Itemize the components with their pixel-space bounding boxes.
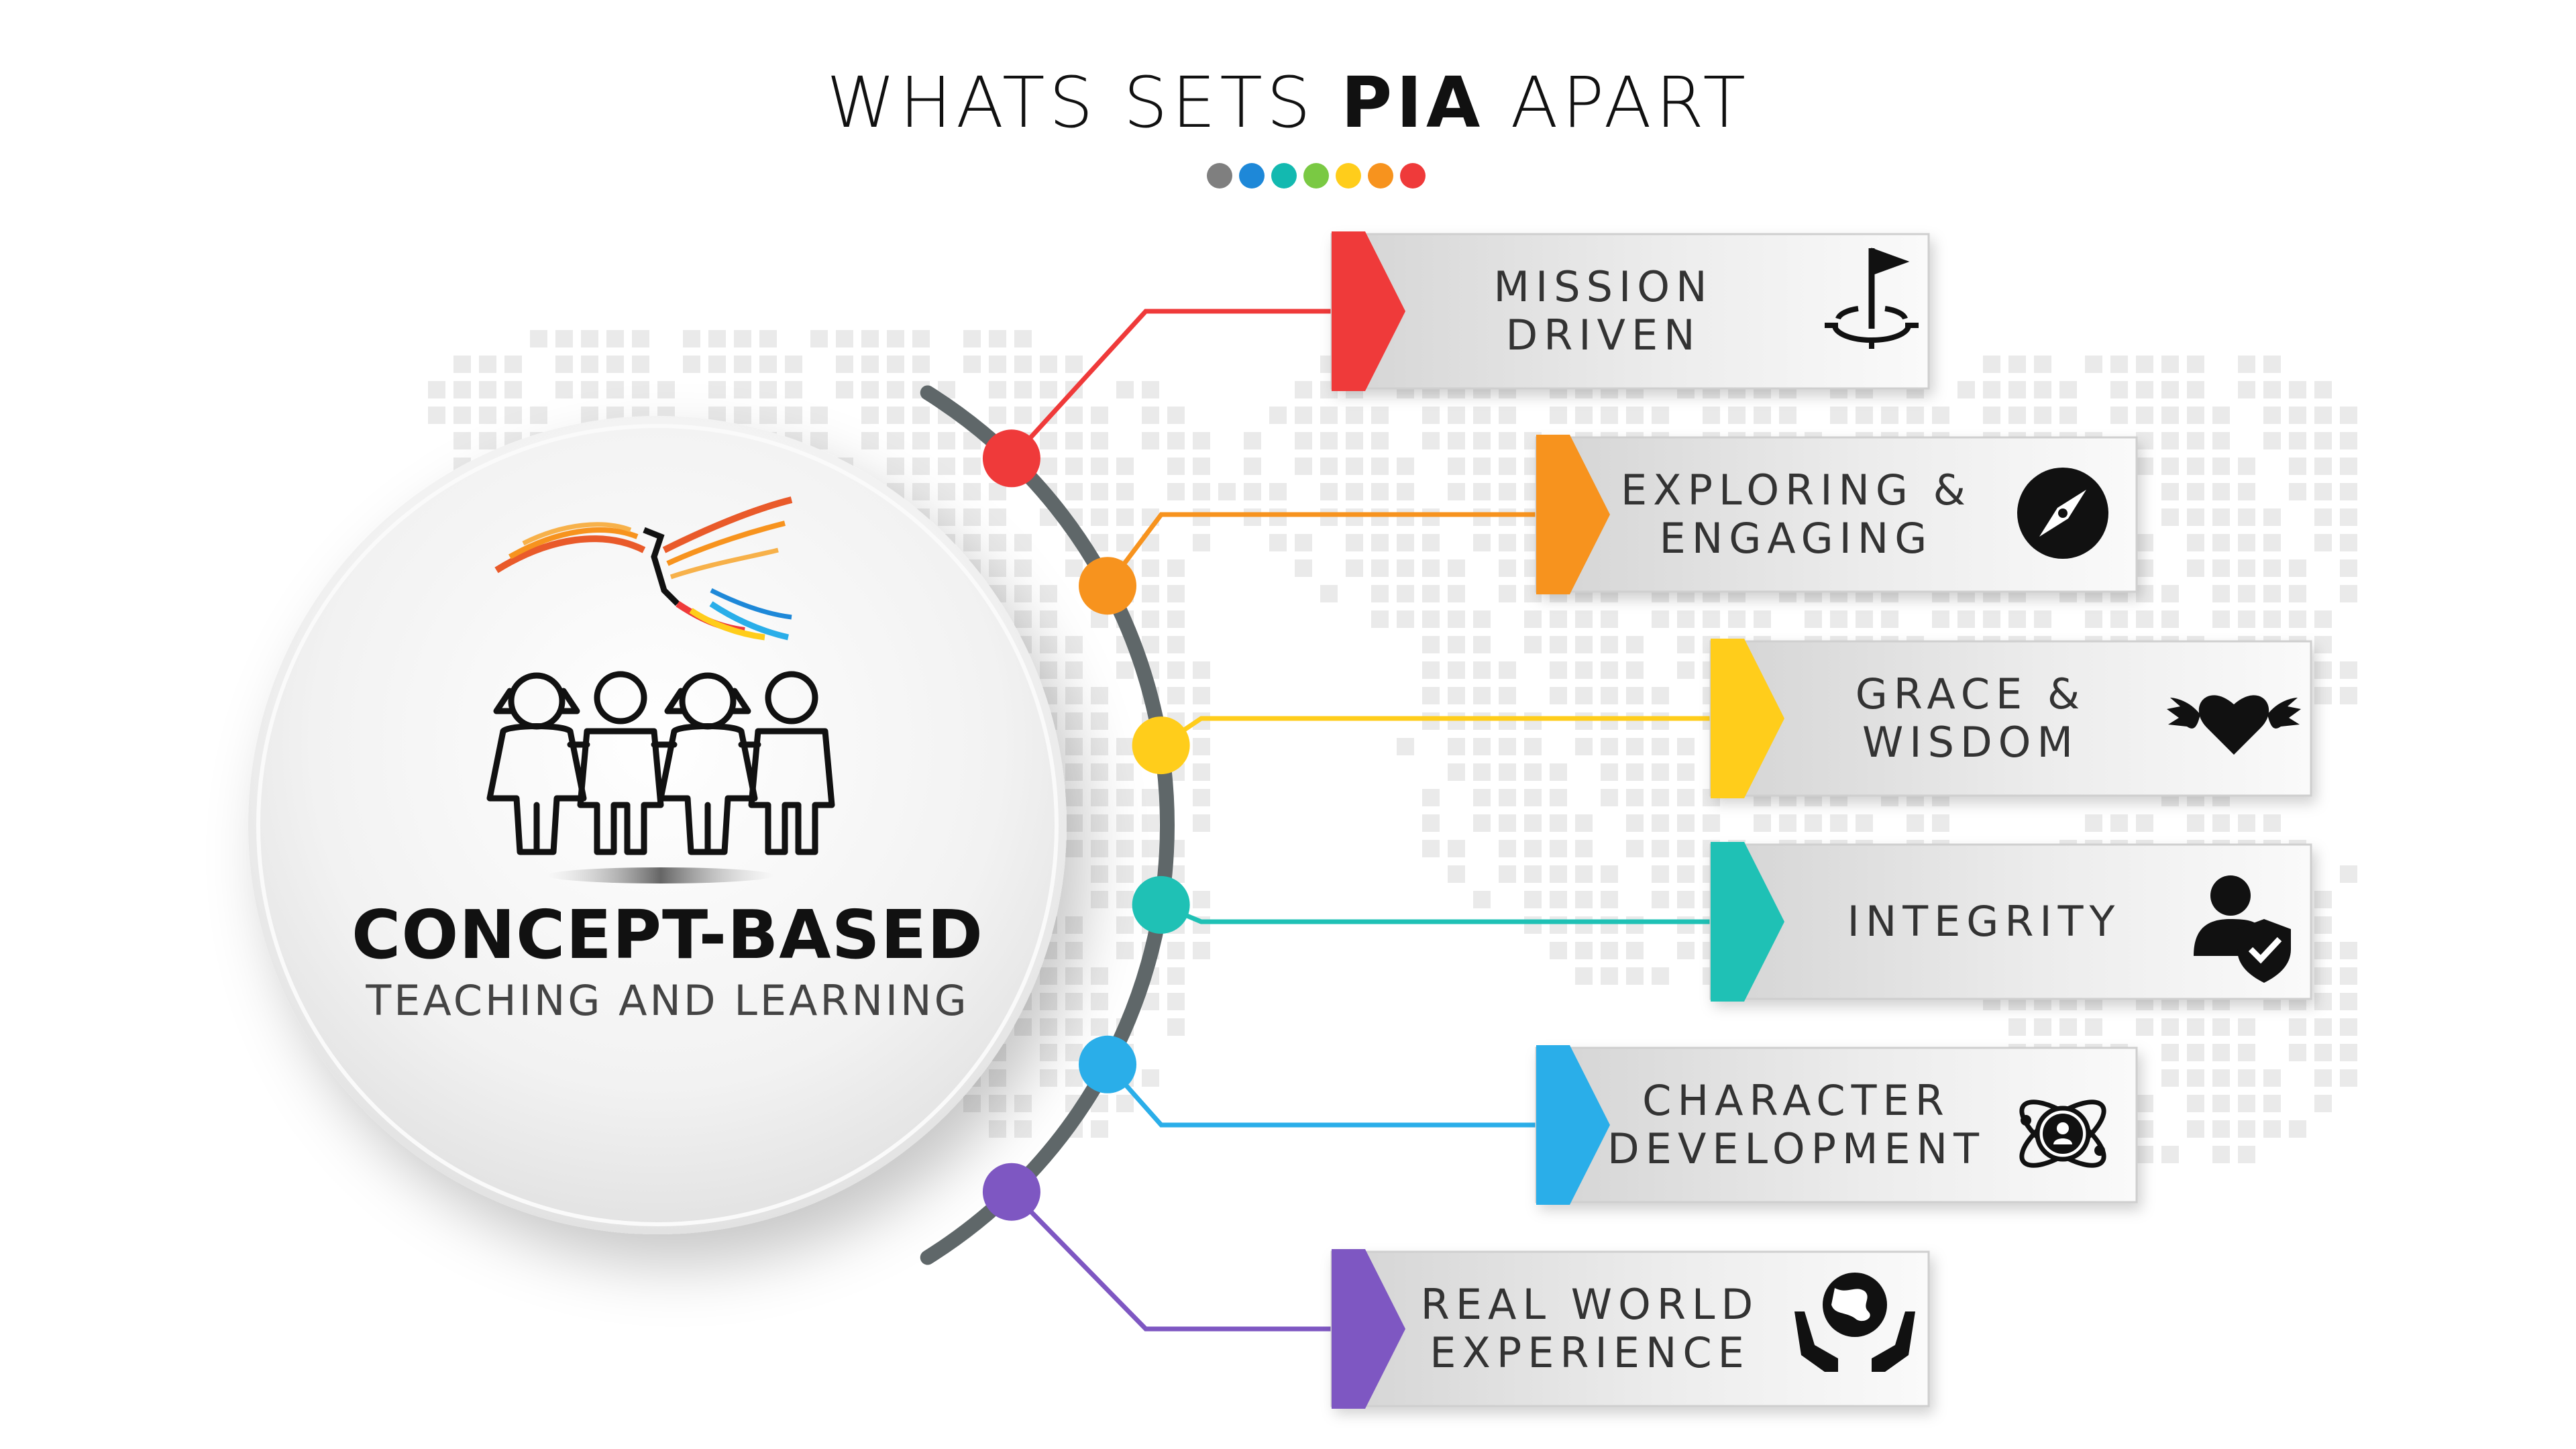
connector-node bbox=[982, 1163, 1040, 1221]
connector-node bbox=[1132, 716, 1190, 775]
feature-tab bbox=[1536, 435, 1610, 594]
connector-node bbox=[982, 429, 1040, 488]
title-dot bbox=[1239, 163, 1265, 189]
atom-user-icon bbox=[2019, 1099, 2106, 1168]
compass-icon bbox=[2017, 468, 2108, 559]
figure-shadow bbox=[547, 867, 775, 883]
feature-label: CHARACTER DEVELOPMENT bbox=[1607, 1076, 1985, 1173]
phoenix-logo bbox=[494, 496, 793, 641]
user-shield-icon bbox=[2194, 875, 2291, 983]
globe-hands-icon bbox=[1794, 1273, 1915, 1372]
connector-line bbox=[1106, 1063, 1536, 1128]
title-dot bbox=[1400, 163, 1426, 189]
feature-box bbox=[1709, 842, 2312, 1002]
feature-tab bbox=[1536, 1045, 1610, 1205]
connector-line bbox=[1010, 1190, 1332, 1332]
title-dot bbox=[1336, 163, 1361, 189]
connector-node bbox=[1079, 557, 1137, 615]
title-color-dots bbox=[1207, 163, 1426, 189]
flag-target-icon bbox=[1825, 248, 1919, 349]
connector-node bbox=[1132, 875, 1190, 934]
feature-label: EXPLORING & ENGAGING bbox=[1620, 466, 1972, 563]
feature-label: INTEGRITY bbox=[1847, 897, 2121, 946]
feature-tab bbox=[1711, 639, 1784, 798]
feature-tab bbox=[1332, 1249, 1405, 1409]
children-icon bbox=[486, 671, 835, 855]
feature-tab bbox=[1332, 231, 1405, 391]
title-dot bbox=[1368, 163, 1393, 189]
connector-node bbox=[1079, 1035, 1137, 1093]
feature-label: MISSION DRIVEN bbox=[1493, 262, 1713, 360]
title-dot bbox=[1207, 163, 1232, 189]
connector-line bbox=[1106, 512, 1536, 588]
feature-tab bbox=[1711, 842, 1784, 1002]
connector-line bbox=[1010, 309, 1332, 460]
center-circle bbox=[248, 416, 1067, 1234]
feature-box bbox=[1330, 1249, 1930, 1409]
center-title: CONCEPT-BASED bbox=[351, 896, 984, 974]
title-dot bbox=[1303, 163, 1329, 189]
feature-label: REAL WORLD EXPERIENCE bbox=[1420, 1280, 1760, 1377]
center-subtitle: TEACHING AND LEARNING bbox=[366, 976, 969, 1025]
title-dot bbox=[1271, 163, 1297, 189]
feature-box bbox=[1330, 231, 1930, 391]
winged-heart-icon bbox=[2167, 695, 2301, 755]
connector-arc bbox=[920, 385, 1175, 1265]
page-title: WHATS SETS PIA APART bbox=[826, 62, 1750, 144]
feature-label: GRACE & WISDOM bbox=[1855, 669, 2086, 767]
